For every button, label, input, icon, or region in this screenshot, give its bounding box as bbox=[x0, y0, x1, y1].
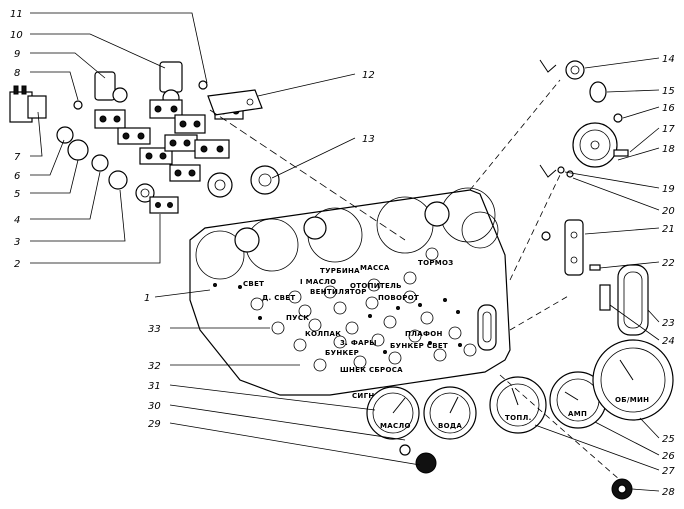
callout-18: 18 bbox=[662, 144, 675, 155]
label-bunker-svet: БУНКЕР СВЕТ bbox=[390, 342, 448, 350]
label-tormoz: ТОРМОЗ bbox=[418, 259, 454, 267]
gauge-2-label: ВОДА bbox=[438, 422, 462, 430]
label-plafon: ПЛАФОН bbox=[405, 330, 443, 338]
instrument-panel bbox=[189, 187, 511, 396]
callout-24: 24 bbox=[662, 336, 675, 347]
callout-9: 9 bbox=[14, 49, 20, 60]
right-parts-group bbox=[541, 60, 649, 336]
gauge-3-label: ТОПЛ. bbox=[505, 414, 532, 422]
callout-22: 22 bbox=[662, 258, 675, 269]
gauge-5-label: ОБ/МИН bbox=[615, 396, 649, 404]
callout-17: 17 bbox=[662, 124, 675, 135]
callout-numbers: 11 10 9 8 7 6 5 4 3 2 12 13 1 33 32 31 3… bbox=[10, 9, 675, 498]
callout-15: 15 bbox=[662, 86, 675, 97]
callout-29: 29 bbox=[148, 419, 161, 430]
callout-23: 23 bbox=[662, 318, 675, 329]
callout-31: 31 bbox=[148, 381, 161, 392]
callout-27: 27 bbox=[662, 466, 675, 477]
callout-28: 28 bbox=[662, 487, 675, 498]
callout-26: 26 bbox=[662, 451, 675, 462]
callout-13: 13 bbox=[362, 134, 375, 145]
label-shnek-sbrosa: ШНЕК СБРОСА bbox=[340, 366, 403, 374]
label-massa: МАССА bbox=[360, 264, 390, 272]
callout-4: 4 bbox=[14, 215, 20, 226]
label-ventilyator: ВЕНТИЛЯТОР bbox=[310, 288, 367, 296]
label-signal: СИГН. bbox=[352, 392, 377, 400]
panel-labels: СВЕТ I МАСЛО ТУРБИНА МАССА ТОРМОЗ Д. СВЕ… bbox=[243, 259, 454, 400]
label-pusk: ПУСК bbox=[286, 314, 309, 322]
label-kolpak: КОЛПАК bbox=[305, 330, 341, 338]
label-svet: СВЕТ bbox=[243, 280, 264, 288]
callout-2: 2 bbox=[14, 259, 20, 270]
callout-19: 19 bbox=[662, 184, 675, 195]
callout-16: 16 bbox=[662, 103, 675, 114]
callout-30: 30 bbox=[148, 401, 161, 412]
callout-7: 7 bbox=[14, 152, 21, 163]
callout-12: 12 bbox=[362, 70, 375, 81]
callout-10: 10 bbox=[10, 30, 23, 41]
label-bunker: БУНКЕР bbox=[325, 349, 359, 357]
callout-8: 8 bbox=[14, 68, 20, 79]
label-fary: 3. ФАРЫ bbox=[340, 339, 377, 347]
callout-3: 3 bbox=[14, 237, 20, 248]
callout-6: 6 bbox=[14, 171, 20, 182]
gauge-1-label: МАСЛО bbox=[380, 422, 411, 430]
gauge-4-label: АМП bbox=[568, 410, 587, 418]
callout-25: 25 bbox=[662, 434, 675, 445]
switch-parts-group bbox=[9, 61, 280, 214]
callout-20: 20 bbox=[662, 206, 675, 217]
callout-32: 32 bbox=[148, 361, 161, 372]
callout-1: 1 bbox=[144, 293, 150, 304]
callout-14: 14 bbox=[662, 54, 675, 65]
label-turbina: ТУРБИНА bbox=[320, 267, 360, 275]
callout-33: 33 bbox=[148, 324, 161, 335]
label-d-svet: Д. СВЕТ bbox=[262, 294, 295, 302]
callout-5: 5 bbox=[14, 189, 20, 200]
label-otopitel: ОТОПИТЕЛЬ bbox=[350, 282, 402, 290]
leader-lines bbox=[30, 12, 660, 492]
label-povorot: ПОВОРОТ bbox=[378, 294, 419, 302]
label-maslo: I МАСЛО bbox=[300, 278, 336, 286]
callout-11: 11 bbox=[10, 9, 23, 20]
callout-21: 21 bbox=[662, 224, 675, 235]
gauges-group: МАСЛО ВОДА ТОПЛ. АМП ОБ/МИН bbox=[366, 339, 674, 500]
